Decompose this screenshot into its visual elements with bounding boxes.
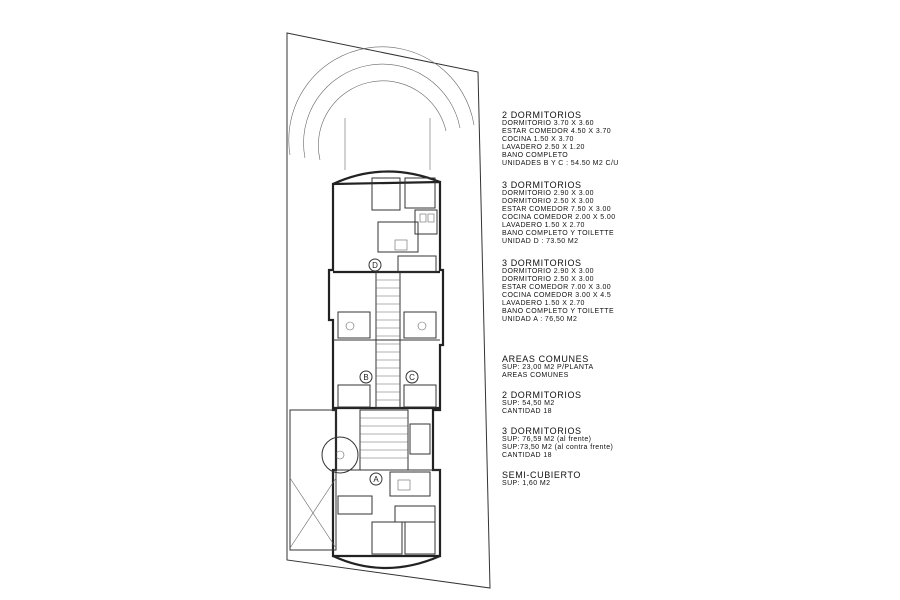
legend-block-3-dorm-unit-a: 3 DORMITORIOS DORMITORIO 2.90 X 3.00 DOR… xyxy=(502,258,732,324)
legend-line: ESTAR COMEDOR 4.50 X 3.70 xyxy=(502,128,612,135)
legend-line: CANTIDAD 18 xyxy=(502,452,552,459)
fixture xyxy=(419,213,427,223)
room xyxy=(371,521,403,555)
legend-line: BANO COMPLETO xyxy=(502,152,569,159)
legend-block-2-dorm-summary: 2 DORMITORIOS SUP: 54,50 M2 CANTIDAD 18 xyxy=(502,390,732,416)
legend-heading: 2 DORMITORIOS xyxy=(502,390,582,400)
legend: 2 DORMITORIOS DORMITORIO 3.70 X 3.60 EST… xyxy=(502,110,732,488)
unit-marker-d: D xyxy=(368,258,382,272)
spiral-stair-core xyxy=(335,450,345,460)
svg-text:B: B xyxy=(363,373,368,382)
lot-boundary xyxy=(286,32,491,589)
legend-line: LAVADERO 1.50 X 2.70 xyxy=(502,222,585,229)
building-outline xyxy=(327,180,445,558)
legend-line: DORMITORIO 2.90 X 3.00 xyxy=(502,268,594,275)
legend-block-areas-comunes: AREAS COMUNES SUP: 23,00 M2 P/PLANTA ARE… xyxy=(502,354,732,380)
room xyxy=(404,177,436,209)
legend-line: COCINA COMEDOR 2.00 X 5.00 xyxy=(502,214,616,221)
garden-arc-innermost xyxy=(318,80,447,161)
legend-line: DORMITORIO 2.50 X 3.00 xyxy=(502,276,594,283)
room xyxy=(403,384,437,408)
diagonal xyxy=(289,477,337,549)
legend-line: COCINA COMEDOR 3.00 X 4.5 xyxy=(502,292,612,299)
legend-heading: 3 DORMITORIOS xyxy=(502,258,582,268)
table xyxy=(394,239,408,251)
legend-line: BANO COMPLETO Y TOILETTE xyxy=(502,230,615,237)
legend-heading: AREAS COMUNES xyxy=(502,354,589,364)
legend-line: ESTAR COMEDOR 7.50 X 3.00 xyxy=(502,206,612,213)
legend-line: LAVADERO 1.50 X 2.70 xyxy=(502,300,585,307)
svg-text:D: D xyxy=(372,261,378,270)
unit-marker-c: C xyxy=(405,370,419,384)
legend-line: AREAS COMUNES xyxy=(502,372,569,379)
legend-line: DORMITORIO 2.50 X 3.00 xyxy=(502,198,594,205)
legend-block-2-dorm-units-b-c: 2 DORMITORIOS DORMITORIO 3.70 X 3.60 EST… xyxy=(502,110,732,168)
legend-line: ESTAR COMEDOR 7.00 X 3.00 xyxy=(502,284,612,291)
room xyxy=(371,177,401,211)
room xyxy=(337,384,371,408)
elevator xyxy=(409,423,431,455)
stair-core xyxy=(359,409,409,471)
legend-line: DORMITORIO 2.90 X 3.00 xyxy=(502,190,594,197)
stair-treads xyxy=(360,417,408,459)
legend-line: SUP: 23,00 M2 P/PLANTA xyxy=(502,364,594,371)
side-area xyxy=(289,409,337,551)
legend-block-3-dorm-summary: 3 DORMITORIOS SUP: 76,59 M2 (al frente) … xyxy=(502,426,732,460)
legend-line: BANO COMPLETO Y TOILETTE xyxy=(502,308,615,315)
bathroom xyxy=(394,505,436,523)
kitchen xyxy=(389,471,431,497)
garden-arc-outer xyxy=(288,46,475,156)
legend-line: SUP: 76,59 M2 (al frente) xyxy=(502,436,592,443)
legend-block-semi-cubierto: SEMI-CUBIERTO SUP: 1,60 M2 xyxy=(502,470,732,488)
unit-marker-b: B xyxy=(359,370,373,384)
spiral-stair xyxy=(321,436,359,474)
legend-line: SUP: 1,60 M2 xyxy=(502,480,551,487)
table xyxy=(397,479,411,491)
corridor xyxy=(375,271,401,409)
legend-heading: 3 DORMITORIOS xyxy=(502,180,582,190)
legend-line: UNIDAD A : 76,50 M2 xyxy=(502,316,578,323)
bathroom xyxy=(337,311,371,339)
fixture xyxy=(417,321,427,331)
svg-text:C: C xyxy=(409,373,415,382)
legend-line: SUP: 54,50 M2 xyxy=(502,400,555,407)
legend-line: UNIDADES B Y C : 54.50 M2 C/U xyxy=(502,160,619,167)
legend-line: COCINA 1.50 X 3.70 xyxy=(502,136,574,143)
garden-arc-inner xyxy=(303,63,461,159)
room xyxy=(397,255,437,273)
legend-line: DORMITORIO 3.70 X 3.60 xyxy=(502,120,594,127)
corridor-hatching xyxy=(376,279,400,401)
fixture xyxy=(427,213,435,223)
bathroom xyxy=(337,495,373,515)
legend-block-3-dorm-unit-d: 3 DORMITORIOS DORMITORIO 2.90 X 3.00 DOR… xyxy=(502,180,732,246)
kitchen xyxy=(377,221,419,253)
legend-line: UNIDAD D : 73.50 M2 xyxy=(502,238,579,245)
fixture xyxy=(345,321,355,331)
svg-text:A: A xyxy=(373,475,379,484)
legend-line: LAVADERO 2.50 X 1.20 xyxy=(502,144,585,151)
balcony-curve-bottom xyxy=(332,554,441,570)
room xyxy=(404,521,436,555)
legend-heading: SEMI-CUBIERTO xyxy=(502,470,581,480)
legend-heading: 3 DORMITORIOS xyxy=(502,426,582,436)
bathroom xyxy=(403,311,437,339)
legend-heading: 2 DORMITORIOS xyxy=(502,110,582,120)
unit-marker-a: A xyxy=(369,472,383,486)
legend-line: CANTIDAD 18 xyxy=(502,408,552,415)
legend-line: SUP:73,50 M2 (al contra frente) xyxy=(502,444,614,451)
